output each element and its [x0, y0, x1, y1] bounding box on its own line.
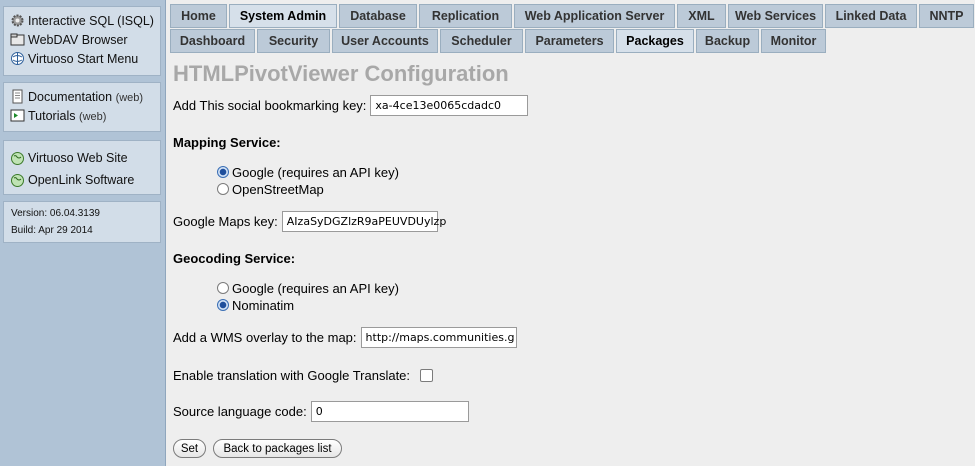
- source-language-input[interactable]: 0: [310, 401, 469, 422]
- wms-row: Add a WMS overlay to the map: http://map…: [173, 327, 517, 348]
- sidebar-item-start-menu[interactable]: Virtuoso Start Menu: [4, 49, 160, 68]
- mapping-service-heading: Mapping Service:: [173, 135, 281, 150]
- sidebar-item-label: Documentation: [28, 89, 113, 104]
- version-text: Version: 06.04.3139: [11, 208, 100, 219]
- sidebar-tools-group: Interactive SQL (ISQL) WebDAV Browser Vi…: [3, 6, 161, 76]
- mapping-option-openstreetmap[interactable]: OpenStreetMap: [217, 181, 324, 197]
- main-tab-bar: Home System Admin Database Replication W…: [170, 4, 974, 28]
- sidebar: Interactive SQL (ISQL) WebDAV Browser Vi…: [0, 0, 166, 466]
- geocoding-google-radio[interactable]: [217, 282, 229, 294]
- geocoding-service-heading: Geocoding Service:: [173, 251, 296, 266]
- tab-dashboard[interactable]: Dashboard: [170, 29, 255, 53]
- gear-icon: [10, 13, 25, 28]
- page-title: HTMLPivotViewer Configuration: [173, 61, 509, 86]
- tab-xml[interactable]: XML: [677, 4, 726, 28]
- globe-icon: [10, 51, 25, 66]
- set-button[interactable]: Set: [173, 439, 206, 458]
- geocoding-nominatim-radio[interactable]: [217, 299, 229, 311]
- sidebar-item-isql[interactable]: Interactive SQL (ISQL): [4, 11, 160, 30]
- tab-user-accounts[interactable]: User Accounts: [332, 29, 438, 53]
- mapping-google-label: Google (requires an API key): [232, 164, 399, 180]
- translate-label: Enable translation with Google Translate…: [173, 367, 411, 383]
- tab-database[interactable]: Database: [339, 4, 417, 28]
- sidebar-item-webdav[interactable]: WebDAV Browser: [4, 30, 160, 49]
- geocoding-google-label: Google (requires an API key): [232, 280, 399, 296]
- tutorial-icon: [10, 108, 25, 123]
- sidebar-item-openlink[interactable]: OpenLink Software: [4, 169, 160, 191]
- source-language-row: Source language code: 0: [173, 401, 469, 422]
- sidebar-item-virtuoso-site[interactable]: Virtuoso Web Site: [4, 147, 160, 169]
- tab-replication[interactable]: Replication: [419, 4, 512, 28]
- tab-home[interactable]: Home: [170, 4, 227, 28]
- translate-checkbox[interactable]: [420, 368, 434, 382]
- tab-backup[interactable]: Backup: [696, 29, 759, 53]
- source-language-label: Source language code:: [173, 404, 307, 419]
- wms-overlay-input[interactable]: http://maps.communities.g: [360, 327, 517, 348]
- sub-tab-bar: Dashboard Security User Accounts Schedul…: [170, 29, 828, 53]
- mapping-option-google[interactable]: Google (requires an API key): [217, 164, 399, 180]
- geocoding-option-google[interactable]: Google (requires an API key): [217, 280, 399, 296]
- sidebar-item-label: Interactive SQL (ISQL): [28, 13, 154, 28]
- sidebar-item-sub: (web): [115, 91, 144, 104]
- mapping-osm-label: OpenStreetMap: [232, 181, 324, 197]
- tab-system-admin[interactable]: System Admin: [229, 4, 337, 28]
- mapping-google-radio[interactable]: [217, 166, 229, 178]
- gmaps-key-row: Google Maps key: AIzaSyDGZlzR9aPEUVDUylz…: [173, 211, 446, 232]
- wms-label: Add a WMS overlay to the map:: [173, 330, 357, 345]
- globe-icon: [10, 151, 25, 166]
- gmaps-key-label: Google Maps key:: [173, 214, 278, 229]
- tab-packages[interactable]: Packages: [616, 29, 694, 53]
- sidebar-item-documentation[interactable]: Documentation (web): [4, 87, 160, 106]
- gmaps-key-input[interactable]: AIzaSyDGZlzR9aPEUVDUylzp: [281, 211, 446, 232]
- sidebar-item-sub: (web): [78, 110, 107, 123]
- geocoding-nominatim-label: Nominatim: [232, 297, 295, 313]
- sidebar-item-label: Virtuoso Web Site: [28, 151, 128, 165]
- document-icon: [10, 89, 25, 104]
- tab-web-services[interactable]: Web Services: [728, 4, 823, 28]
- tab-monitor[interactable]: Monitor: [761, 29, 826, 53]
- tab-security[interactable]: Security: [257, 29, 330, 53]
- bookmark-key-input[interactable]: xa-4ce13e0065cdadc0: [370, 95, 529, 116]
- tab-web-application-server[interactable]: Web Application Server: [514, 4, 675, 28]
- sidebar-docs-group: Documentation (web) Tutorials (web): [3, 82, 161, 132]
- sidebar-item-label: Tutorials: [28, 108, 76, 123]
- bookmark-row: Add This social bookmarking key: xa-4ce1…: [173, 95, 529, 116]
- mapping-osm-radio[interactable]: [217, 183, 229, 195]
- folder-icon: [10, 32, 25, 47]
- tab-scheduler[interactable]: Scheduler: [440, 29, 523, 53]
- tab-parameters[interactable]: Parameters: [525, 29, 614, 53]
- sidebar-item-label: Virtuoso Start Menu: [28, 51, 139, 66]
- sidebar-item-label: WebDAV Browser: [28, 32, 128, 47]
- geocoding-option-nominatim[interactable]: Nominatim: [217, 297, 294, 313]
- back-to-packages-button[interactable]: Back to packages list: [213, 439, 342, 458]
- globe-icon: [10, 173, 25, 188]
- bookmark-label: Add This social bookmarking key:: [173, 98, 367, 113]
- sidebar-version-group: Version: 06.04.3139 Build: Apr 29 2014: [3, 201, 161, 243]
- sidebar-item-label: OpenLink Software: [28, 173, 135, 187]
- tab-linked-data[interactable]: Linked Data: [825, 4, 917, 28]
- sidebar-links-group: Virtuoso Web Site OpenLink Software: [3, 140, 161, 195]
- build-text: Build: Apr 29 2014: [11, 225, 93, 236]
- sidebar-item-tutorials[interactable]: Tutorials (web): [4, 106, 160, 125]
- translate-row: Enable translation with Google Translate…: [173, 367, 434, 383]
- tab-nntp[interactable]: NNTP: [919, 4, 974, 28]
